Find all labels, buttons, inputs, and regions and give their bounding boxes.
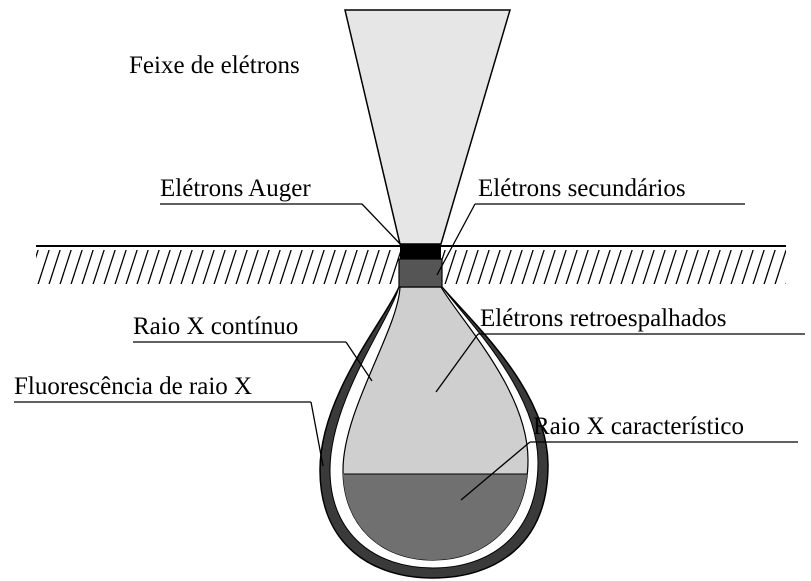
auger-electrons-label: Elétrons Auger [160, 175, 311, 202]
secondary-electron-layer [398, 258, 443, 288]
characteristic-xray-label: Raio X característico [533, 413, 744, 440]
electron-beam [344, 9, 512, 245]
electron-beam-label: Feixe de elétrons [129, 52, 300, 79]
backscattered-pointer-line [435, 333, 479, 393]
xray-fluorescence-label: Fluorescência de raio X [14, 373, 252, 400]
continuous-xray-label: Raio X contínuo [133, 313, 298, 340]
fluorescence-pointer-line [310, 401, 324, 467]
continuous-pointer-line [345, 341, 373, 382]
secondary-pointer-line [436, 203, 476, 276]
secondary-electrons-label: Elétrons secundários [478, 175, 686, 202]
backscattered-electrons-label: Elétrons retroespalhados [480, 305, 726, 332]
characteristic-pointer-line [460, 441, 531, 501]
auger-electron-layer [400, 244, 441, 259]
auger-pointer-line [361, 203, 405, 249]
